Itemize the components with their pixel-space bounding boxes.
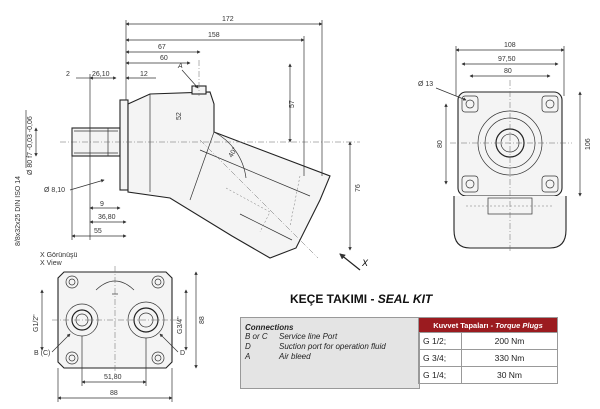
spline-spec: 8/8x32x25 DIN ISO 14 bbox=[15, 176, 22, 246]
plug-size: G 3/4; bbox=[418, 349, 462, 367]
dim-13: Ø 13 bbox=[418, 81, 433, 88]
torque-plugs-header-tr: Kuvvet Tapaları - bbox=[433, 320, 496, 330]
front-view: 108 97,50 80 Ø 13 80 106 bbox=[418, 42, 592, 252]
torque-plugs-header-en: Torque Plugs bbox=[495, 320, 543, 330]
seal-kit-title-en: SEAL KIT bbox=[377, 292, 433, 306]
dim-88-vertical: 88 bbox=[199, 316, 206, 324]
table-row: G 1/4; 30 Nm bbox=[418, 366, 558, 384]
dim-36-80: 36,80 bbox=[98, 214, 116, 221]
side-view: 172 158 67 60 2 26,10 12 A 57 52 40° 76 … bbox=[15, 16, 369, 271]
dim-172: 172 bbox=[222, 16, 234, 23]
label-g12: G1/2" bbox=[33, 314, 40, 332]
seal-kit-title-tr: KEÇE TAKIMI - bbox=[290, 292, 378, 306]
connection-value: Air bleed bbox=[279, 352, 311, 361]
seal-kit-title: KEÇE TAKIMI - SEAL KIT bbox=[290, 292, 432, 306]
dim-60: 60 bbox=[160, 55, 168, 62]
dim-8-10: Ø 8,10 bbox=[44, 187, 65, 194]
dim-2: 2 bbox=[66, 71, 70, 78]
dim-106: 106 bbox=[585, 138, 592, 150]
connection-key: A bbox=[245, 352, 251, 361]
dim-80: 80 bbox=[504, 68, 512, 75]
connection-key: D bbox=[245, 342, 251, 351]
x-view-arrow bbox=[339, 253, 361, 271]
dim-80-vertical: 80 bbox=[437, 140, 444, 148]
dim-158: 158 bbox=[208, 32, 220, 39]
dim-88-horizontal: 88 bbox=[110, 390, 118, 397]
dim-12: 12 bbox=[140, 71, 148, 78]
mounting-flange bbox=[119, 99, 129, 191]
dim-57: 57 bbox=[289, 100, 296, 108]
torque-plugs-table: Kuvvet Tapaları - Torque Plugs G 1/2; 20… bbox=[418, 317, 558, 384]
dim-80-f7: Ø 80 f7 -0,03 -0,06 bbox=[27, 116, 34, 175]
dim-52: 52 bbox=[176, 112, 183, 120]
plug-size: G 1/2; bbox=[418, 332, 462, 350]
dim-67: 67 bbox=[158, 44, 166, 51]
connection-row: D Suction port for operation fluid bbox=[241, 342, 419, 352]
plug-torque: 30 Nm bbox=[461, 366, 558, 384]
connections-box: Connections B or C Service line Port D S… bbox=[240, 317, 420, 389]
dim-108: 108 bbox=[504, 42, 516, 49]
connections-heading: Connections bbox=[245, 323, 294, 332]
connection-row: B or C Service line Port bbox=[241, 332, 419, 342]
torque-plugs-header: Kuvvet Tapaları - Torque Plugs bbox=[418, 317, 558, 333]
x-view-tr: X Görünüşü bbox=[40, 252, 77, 259]
x-view-en: X View bbox=[40, 260, 63, 267]
connection-row: A Air bleed bbox=[241, 352, 419, 362]
plug-torque: 200 Nm bbox=[461, 332, 558, 350]
dim-9: 9 bbox=[100, 201, 104, 208]
plug-size: G 1/4; bbox=[418, 366, 462, 384]
plug-torque: 330 Nm bbox=[461, 349, 558, 367]
x-arrow-label: X bbox=[361, 258, 369, 268]
dim-26-10: 26,10 bbox=[92, 71, 110, 78]
port-view: G1/2" G3/4" B (C) D 88 51,80 88 bbox=[33, 266, 206, 402]
pump-housing bbox=[127, 91, 331, 259]
connection-value: Service line Port bbox=[279, 332, 338, 341]
connection-key: B or C bbox=[245, 332, 268, 341]
label-bc: B (C) bbox=[34, 350, 50, 357]
dim-55: 55 bbox=[94, 228, 102, 235]
label-a: A bbox=[177, 63, 183, 70]
dim-97-50: 97,50 bbox=[498, 56, 516, 63]
label-g34: G3/4" bbox=[177, 316, 184, 334]
label-d: D bbox=[180, 350, 185, 357]
connection-value: Suction port for operation fluid bbox=[279, 342, 386, 351]
table-row: G 1/2; 200 Nm bbox=[418, 332, 558, 350]
table-row: G 3/4; 330 Nm bbox=[418, 349, 558, 367]
bolt-holes bbox=[461, 95, 559, 193]
dim-76: 76 bbox=[355, 184, 362, 192]
dim-51-80: 51,80 bbox=[104, 374, 122, 381]
